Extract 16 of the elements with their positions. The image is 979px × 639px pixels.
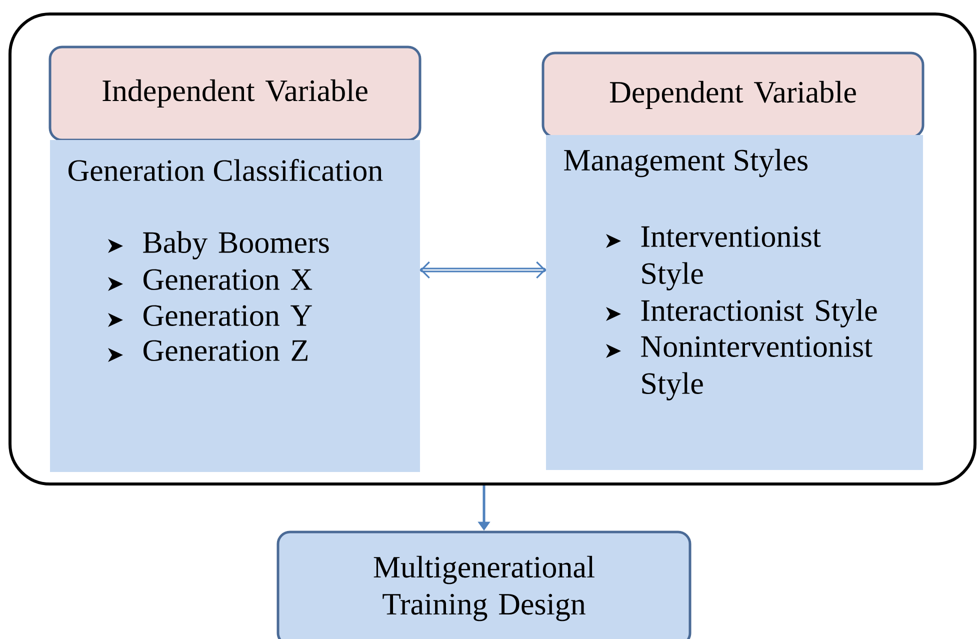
result-box: Multigenerational Training Design — [276, 530, 692, 639]
arrow — [420, 261, 546, 279]
header-box: Dependent Variable — [542, 52, 924, 138]
header-box: Independent Variable — [48, 46, 422, 142]
list-item: Generation X — [143, 269, 312, 290]
content-panel — [50, 140, 420, 472]
list-item: Interactionist Style — [641, 299, 877, 328]
frame-box — [8, 12, 976, 486]
list-item: Generation Z — [143, 340, 308, 362]
list-item: Interventionist Style — [641, 226, 821, 290]
list-item: Generation Y — [143, 305, 312, 326]
content-panel — [546, 135, 923, 470]
panel-heading: Management Styles — [564, 148, 808, 178]
list-item: Baby Boomers — [143, 231, 329, 260]
panel-heading: Generation Classification — [68, 158, 383, 182]
list-item: Noninterventionist Style — [641, 336, 873, 400]
